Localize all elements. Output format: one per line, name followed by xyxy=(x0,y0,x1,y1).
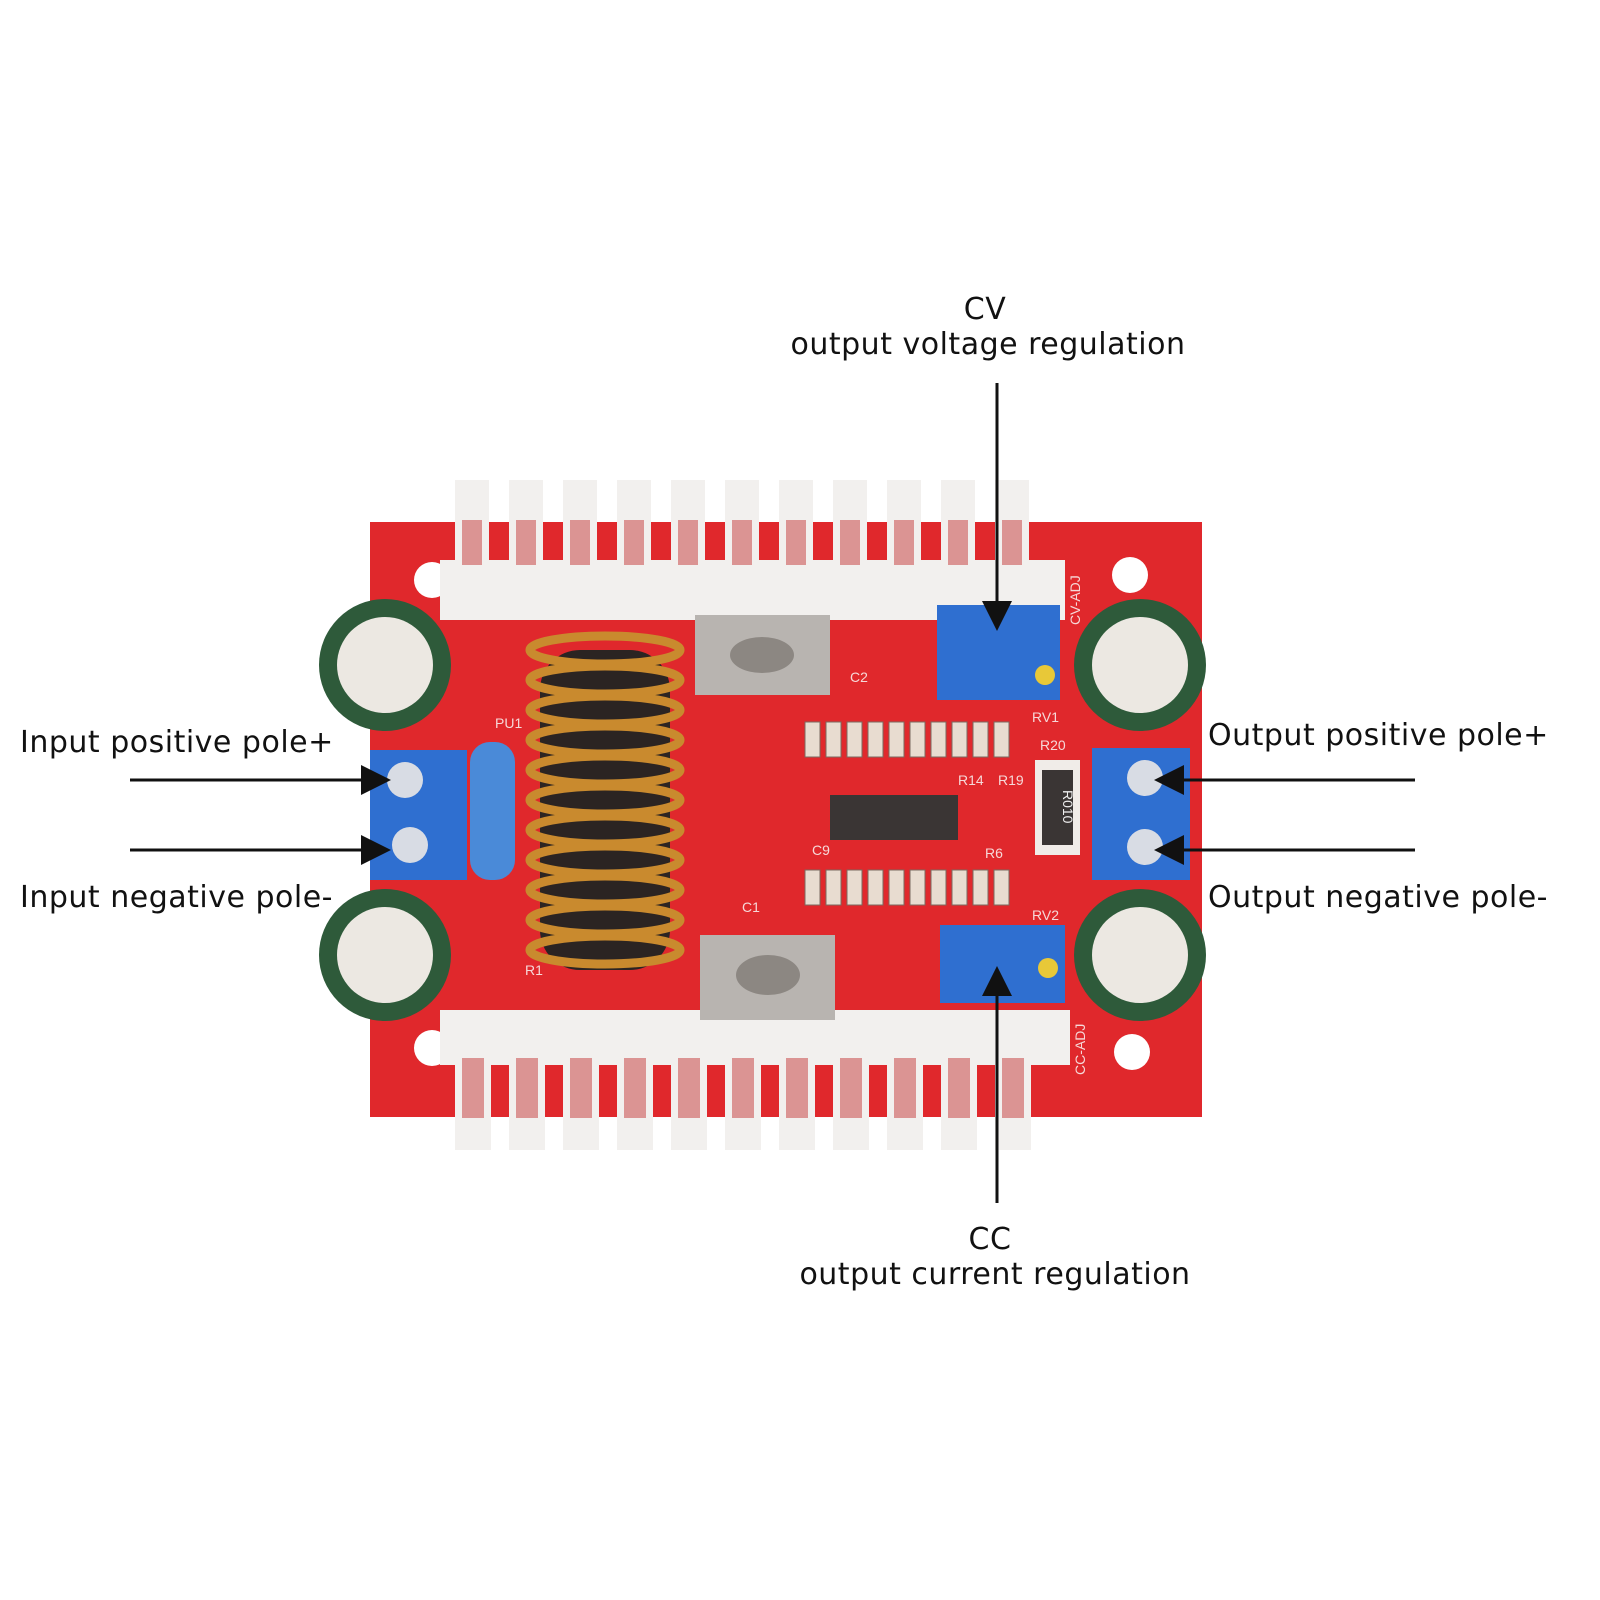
fin-gap-shadow xyxy=(840,520,860,565)
smd-component xyxy=(993,721,1010,758)
fin-gap-shadow xyxy=(516,520,536,565)
fin-gap-shadow xyxy=(516,1058,538,1118)
cv-adjust-screw[interactable] xyxy=(1035,665,1055,685)
fuse xyxy=(470,742,515,880)
silk-pu1: PU1 xyxy=(495,715,522,731)
fin-gap-shadow xyxy=(570,1058,592,1118)
capacitor-top xyxy=(1092,907,1188,1003)
toroid-inductor xyxy=(525,631,685,970)
silk-c2: C2 xyxy=(850,669,868,685)
smd-component xyxy=(804,869,821,906)
silk-c9: C9 xyxy=(812,842,830,858)
smd-component xyxy=(825,721,842,758)
fin-gap-shadow xyxy=(894,520,914,565)
input-negative-screw xyxy=(392,827,428,863)
silk-c1: C1 xyxy=(742,899,760,915)
silk-shunt: R010 xyxy=(1060,790,1076,824)
capacitor-top xyxy=(337,907,433,1003)
cc-adjust-screw[interactable] xyxy=(1038,958,1058,978)
smd-component xyxy=(867,721,884,758)
output-negative-screw xyxy=(1127,829,1163,865)
capacitor-top xyxy=(337,617,433,713)
fin-gap-shadow xyxy=(624,1058,646,1118)
smd-component xyxy=(825,869,842,906)
fin-gap-shadow xyxy=(840,1058,862,1118)
input-positive-label: Input positive pole+ xyxy=(20,725,334,760)
silk-cv-adj: CV-ADJ xyxy=(1067,575,1083,625)
cv-description: output voltage regulation xyxy=(790,327,1186,362)
smd-component xyxy=(930,721,947,758)
shunt-body xyxy=(1042,770,1073,845)
fin-gap-shadow xyxy=(678,1058,700,1118)
smd-component xyxy=(972,721,989,758)
smd-component xyxy=(909,721,926,758)
fin-gap-shadow xyxy=(462,520,482,565)
silk-r6: R6 xyxy=(985,845,1003,861)
fin-gap-shadow xyxy=(1002,520,1022,565)
cv-title: CV xyxy=(963,292,1007,327)
fin-gap-shadow xyxy=(732,1058,754,1118)
smd-component xyxy=(804,721,821,758)
mosfet-screw xyxy=(730,637,794,673)
mount-hole xyxy=(1112,557,1148,593)
smd-component xyxy=(867,869,884,906)
smd-component xyxy=(888,721,905,758)
fin-gap-shadow xyxy=(732,520,752,565)
fin-gap-shadow xyxy=(948,520,968,565)
input-negative-label: Input negative pole- xyxy=(20,880,333,915)
smd-component xyxy=(846,869,863,906)
silk-r19: R19 xyxy=(998,772,1024,788)
fin-gap-shadow xyxy=(462,1058,484,1118)
output-negative-label: Output negative pole- xyxy=(1208,880,1549,915)
controller-ic xyxy=(830,795,958,840)
fin-gap-shadow xyxy=(624,520,644,565)
smd-component xyxy=(930,869,947,906)
capacitor-top xyxy=(1092,617,1188,713)
silk-r14: R14 xyxy=(958,772,984,788)
smd-component xyxy=(846,721,863,758)
smd-component xyxy=(909,869,926,906)
silk-r1: R1 xyxy=(525,962,543,978)
output-positive-screw xyxy=(1127,760,1163,796)
top-heatsink xyxy=(440,480,1065,620)
silk-cc-adj: CC-ADJ xyxy=(1072,1024,1088,1075)
fin-gap-shadow xyxy=(678,520,698,565)
smd-component xyxy=(951,721,968,758)
cc-description: output current regulation xyxy=(799,1257,1191,1292)
smd-component xyxy=(972,869,989,906)
fin-gap-shadow xyxy=(786,520,806,565)
fin-gap-shadow xyxy=(948,1058,970,1118)
copper-winding xyxy=(525,931,685,969)
fin-gap-shadow xyxy=(570,520,590,565)
smd-component xyxy=(888,869,905,906)
mount-hole xyxy=(1114,1034,1150,1070)
smd-component xyxy=(993,869,1010,906)
silk-r20: R20 xyxy=(1040,737,1066,753)
input-positive-screw xyxy=(387,762,423,798)
silk-rv2: RV2 xyxy=(1032,907,1059,923)
smd-component xyxy=(951,869,968,906)
fin-gap-shadow xyxy=(1002,1058,1024,1118)
silk-rv1: RV1 xyxy=(1032,709,1059,725)
fin-gap-shadow xyxy=(786,1058,808,1118)
cc-title: CC xyxy=(968,1222,1012,1257)
output-positive-label: Output positive pole+ xyxy=(1208,718,1549,753)
bottom-heatsink xyxy=(440,1010,1070,1150)
mosfet-screw xyxy=(736,955,800,995)
fin-gap-shadow xyxy=(894,1058,916,1118)
